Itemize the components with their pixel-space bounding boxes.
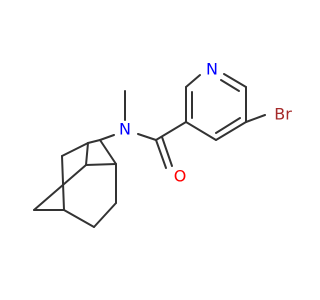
bond-c3-c4 [185,121,217,141]
bond-ad-1 [99,139,117,165]
bond-c4-c5 [215,121,247,141]
bond-carbonyl-o-second [161,136,173,167]
bond-carbonyl-n [137,133,157,141]
bond-n-adamantyl [99,134,115,141]
bond-c4-c5-inner [215,117,241,134]
bond-c2-n1 [185,74,201,88]
bond-c6-n1-inner [220,79,240,92]
bond-ad-8 [85,163,117,166]
bond-ad-10 [93,202,117,228]
amide-nitrogen-label: N [119,120,131,139]
bond-c3-carbonyl [155,121,187,141]
bond-c6-n1 [223,73,247,88]
bond-carbonyl-o [155,139,167,169]
bond-ad-11 [63,209,95,228]
molecule-structure: N N O Br [33,60,292,228]
bond-ad-2 [87,139,101,144]
bond-ad-4 [85,142,89,166]
bromine-label: Br [274,105,292,124]
bond-ad-5 [61,155,65,211]
ring-nitrogen-label: N [206,60,218,79]
bond-ad-7 [33,164,87,211]
bond-c5-br [245,114,266,123]
carbonyl-oxygen-label: O [174,167,187,186]
bond-ad-3 [61,142,89,157]
